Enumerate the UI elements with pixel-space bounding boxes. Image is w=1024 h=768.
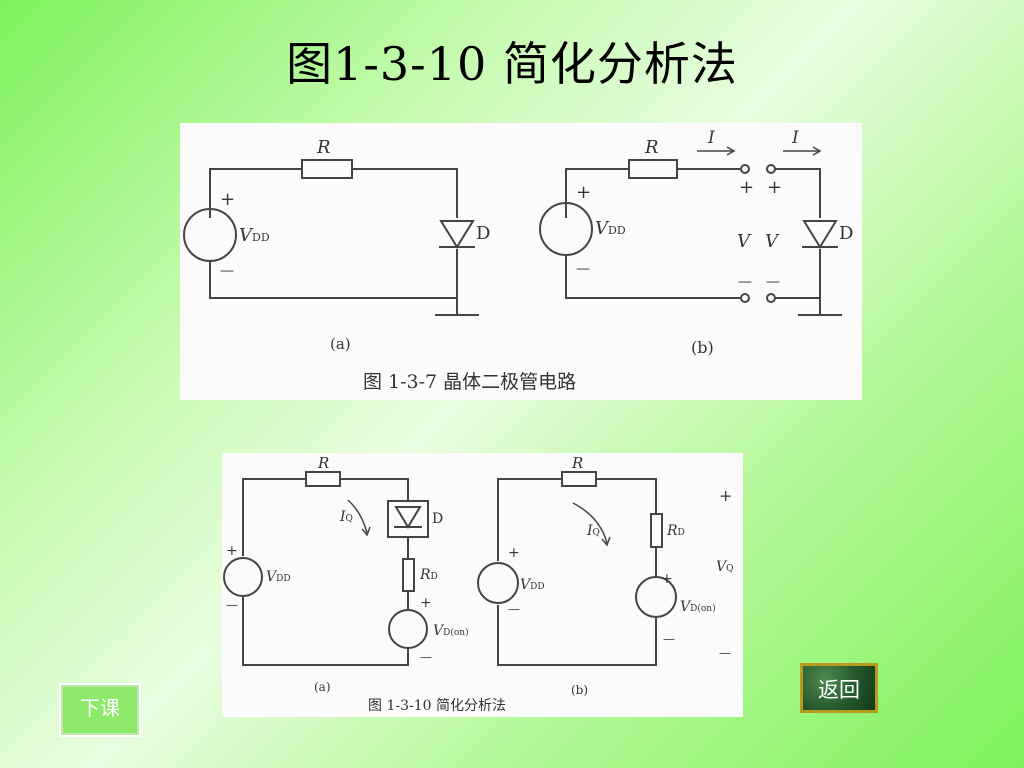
resistor-r [305,471,341,487]
label-minus: — [508,602,520,616]
label-vdd: VDD [266,569,291,585]
current-arrowhead [361,526,371,537]
terminal [766,164,776,174]
resistor-r [301,159,353,179]
label-iq: IQ [586,523,600,539]
sublabel-a: (a) [330,335,351,353]
terminal [766,293,776,303]
label-minus: — [766,274,780,290]
next-class-button[interactable]: 下课 [59,683,141,737]
wire [242,597,409,666]
wire [497,605,657,666]
wire [565,168,629,218]
wire [352,168,458,218]
label-plus: + [719,486,732,505]
wire [242,478,306,556]
label-minus: — [226,598,238,612]
label-plus: + [576,182,591,203]
label-plus: + [739,177,754,198]
label-vq: VQ [716,559,734,575]
sublabel-a: (a) [314,680,331,694]
figure-caption: 图 1-3-7 晶体二极管电路 [363,371,576,393]
diode-symbol [439,220,475,249]
label-rd: RD [419,567,438,583]
current-arrowhead [601,536,611,547]
label-v: V [765,231,780,252]
diode-circuit-diagram: R + VDD — D (a) R I I + VDD — + + V V — … [183,128,853,393]
label-plus: + [508,545,520,561]
resistor-r [628,159,678,179]
label-minus: — [420,650,432,664]
wire [209,261,457,299]
current-arrow [347,499,368,534]
sublabel-b: (b) [571,683,588,697]
label-von: VD(on) [433,623,469,639]
back-button[interactable]: 返回 [800,663,878,713]
label-minus: — [220,263,234,279]
wire [497,478,562,561]
label-plus: + [661,571,673,587]
label-vdd: VDD [239,225,270,246]
label-d: D [476,223,490,244]
label-current-i: I [707,128,715,148]
label-minus: — [663,632,675,646]
resistor-rd [650,513,663,548]
label-v: V [737,231,752,252]
resistor-rd [402,558,415,592]
wire [340,478,409,501]
terminal [740,293,750,303]
wire [209,168,302,218]
label-plus: + [767,177,782,198]
label-r: R [316,137,331,158]
wire [565,255,740,299]
figure-diode-circuit: R + VDD — D (a) R I I + VDD — + + V V — … [180,123,862,400]
label-minus: — [719,646,731,660]
wire [775,168,821,218]
voltage-source [477,562,519,604]
voltage-source [223,557,263,597]
simplified-analysis-diagram: R IQ D + VDD — RD + VD(on) — (a) R IQ RD… [223,454,734,714]
label-vdd: VDD [595,218,626,239]
label-d: D [432,511,443,527]
diode-symbol [802,220,838,249]
voltage-source-von [388,609,428,649]
label-r: R [317,454,329,472]
label-rd: RD [666,523,685,539]
slide-title: 图1-3-10 简化分析法 [286,37,738,91]
figure-simplified-analysis: R IQ D + VDD — RD + VD(on) — (a) R IQ RD… [222,453,743,717]
current-arrowhead [726,146,736,156]
label-plus: + [420,595,432,611]
current-arrow [572,502,608,544]
label-r: R [571,454,583,472]
label-plus: + [226,543,238,559]
label-r: R [644,137,659,158]
terminal [740,164,750,174]
label-minus: — [738,274,752,290]
label-minus: — [576,261,590,277]
label-current-i: I [791,128,799,148]
diode-symbol [394,506,422,529]
current-arrowhead [812,146,822,156]
label-vdd: VDD [520,577,545,593]
label-iq: IQ [339,509,353,525]
sublabel-b: (b) [691,338,714,357]
label-d: D [839,223,853,244]
figure-caption: 图 1-3-10 简化分析法 [368,697,506,714]
label-plus: + [220,189,235,210]
label-von: VD(on) [680,599,716,615]
wire [596,478,657,514]
resistor-r [561,471,597,487]
